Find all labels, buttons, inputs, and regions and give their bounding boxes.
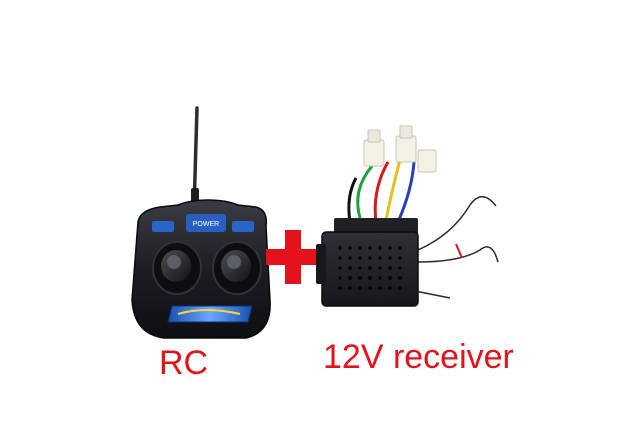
plus-sign (266, 230, 320, 284)
connector-mid (395, 135, 417, 163)
receiver-12v (316, 125, 499, 307)
wire-green (356, 165, 374, 219)
rc-transmitter: POWER (131, 106, 271, 339)
vent-grid (338, 246, 402, 290)
caption-rc: RC (159, 344, 209, 382)
connector-right (417, 149, 437, 173)
wire-red (373, 161, 390, 223)
svg-text:POWER: POWER (193, 221, 219, 228)
wire-blue (396, 161, 416, 223)
connector-left (363, 139, 385, 167)
nameplate (167, 305, 253, 323)
caption-receiver: 12V receiver (323, 338, 514, 376)
wire-yellow (384, 159, 402, 221)
